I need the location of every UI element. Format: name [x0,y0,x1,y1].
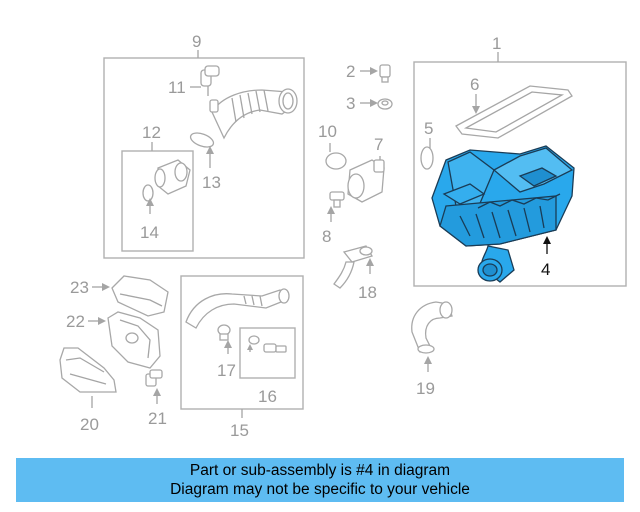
label-8: 8 [322,227,331,246]
label-7: 7 [374,135,383,154]
label-3: 3 [346,94,355,113]
group-16-box [239,327,296,379]
part-8-bolt [329,191,345,208]
group-1-box [413,61,627,287]
label-20: 20 [80,415,99,434]
group-12-box [121,150,194,252]
caption-banner: Part or sub-assembly is #4 in diagram Di… [16,458,624,502]
label-13: 13 [202,173,221,192]
caption-line-2: Diagram may not be specific to your vehi… [170,481,470,498]
intake-hose [209,88,298,140]
part-6-filter-element [455,85,573,139]
label-9: 9 [192,32,201,51]
center-parts: 2 3 10 7 8 [318,62,393,302]
part-4-air-cleaner-assembly [431,145,575,283]
group-1: 1 6 5 4 [413,34,627,287]
left-lower-parts: 23 22 20 21 [59,275,169,434]
label-21: 21 [148,409,167,428]
group-9: 9 11 13 12 [103,32,305,259]
label-12: 12 [142,123,161,142]
part-11-clip [200,65,220,96]
part-14-seal [142,184,154,202]
part-7-mass-airflow-sensor [347,159,385,203]
label-14: 14 [140,223,159,242]
part-5-seal [420,146,434,170]
label-11: 11 [168,78,186,97]
label-16: 16 [258,387,277,406]
label-19: 19 [416,379,435,398]
part-22-bracket [107,311,161,369]
part-17-clip [217,324,231,341]
label-17: 17 [217,361,236,380]
part-18-tube [333,245,373,289]
label-10: 10 [318,122,337,141]
part-21-bolt [145,369,163,387]
label-15: 15 [230,421,249,440]
group-9-box [103,57,305,259]
part-20-duct [59,347,117,393]
part-12-adapter [154,159,191,195]
group-15: 15 17 16 [180,275,304,440]
part-13-clamp [189,132,215,148]
part-2-bolt [379,64,391,83]
label-5: 5 [424,119,433,138]
part-23-cover [111,275,169,317]
label-2: 2 [346,62,355,81]
label-6: 6 [470,75,479,94]
part-15-hose [185,288,290,329]
label-23: 23 [70,278,89,297]
label-22: 22 [66,312,85,331]
label-1: 1 [492,34,501,53]
label-4: 4 [541,260,550,279]
caption-line-1: Part or sub-assembly is #4 in diagram [189,462,451,479]
parts-diagram: 9 11 13 12 [59,32,627,440]
label-18: 18 [358,283,377,302]
part-19-hose [411,301,453,354]
part-10-clamp [325,152,347,170]
part-16-bolts [248,335,287,353]
